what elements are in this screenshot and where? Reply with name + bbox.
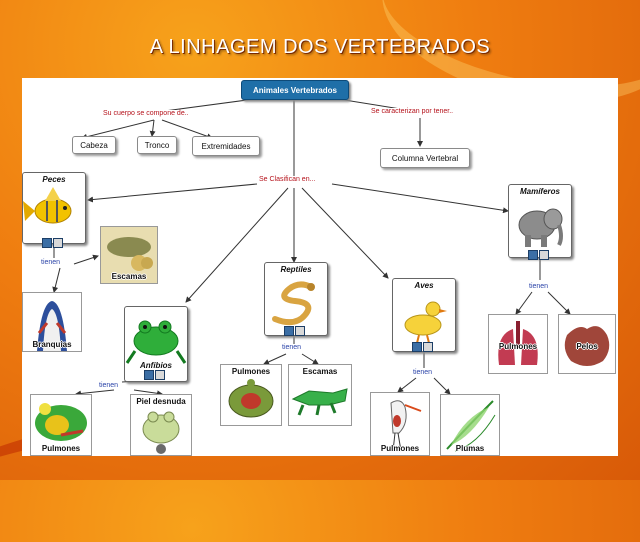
- fur-image: [564, 326, 610, 366]
- peces-resource-icons[interactable]: [42, 238, 63, 248]
- link-compone: Su cuerpo se compone de..: [102, 110, 190, 117]
- mamiferos-item-pelos-label: Pelos: [576, 342, 598, 351]
- part-extremidades[interactable]: Extremidades: [192, 136, 260, 156]
- mamiferos-item-pulmones-label: Pulmones: [498, 342, 538, 351]
- aves-item-pulmones-label: Pulmones: [380, 444, 420, 453]
- aves-resource-icons[interactable]: [412, 342, 433, 352]
- group-reptiles[interactable]: Reptiles: [264, 262, 328, 336]
- gills-image: [37, 301, 67, 351]
- group-reptiles-title: Reptiles: [280, 265, 312, 274]
- frog-skin-image: [142, 411, 180, 454]
- link-tienen-aves: tienen: [412, 369, 434, 376]
- group-aves[interactable]: Aves: [392, 278, 456, 352]
- part-tronco[interactable]: Tronco: [137, 136, 177, 154]
- turtle-lungs-image: [228, 379, 274, 418]
- elephant-image: [518, 208, 563, 247]
- link-caracterizan: Se caracterizan por tener..: [370, 108, 455, 115]
- group-peces[interactable]: Peces: [22, 172, 86, 244]
- connector-lines: [52, 97, 571, 397]
- scales-fish-image: [107, 237, 153, 271]
- snake-image: [272, 281, 315, 326]
- link-tienen-anfibios: tienen: [98, 382, 120, 389]
- duck-image: [404, 301, 447, 344]
- frog-lungs-image: [35, 403, 87, 441]
- reptiles-item-escamas-label: Escamas: [302, 367, 338, 376]
- link-tienen-peces: tienen: [40, 259, 62, 266]
- aves-item-pulmones[interactable]: Pulmones: [370, 392, 430, 456]
- mamiferos-item-pelos[interactable]: Pelos: [558, 314, 616, 374]
- mamiferos-resource-icons[interactable]: [528, 250, 549, 260]
- mammal-lungs-image: [498, 321, 538, 365]
- reptiles-resource-icons[interactable]: [284, 326, 305, 336]
- anfibios-resource-icons[interactable]: [144, 370, 165, 380]
- concept-map-panel: Animales Vertebrados Su cuerpo se compon…: [22, 78, 618, 456]
- group-aves-title: Aves: [414, 281, 434, 290]
- feathers-image: [446, 400, 496, 452]
- group-mamiferos[interactable]: Mamíferos: [508, 184, 572, 258]
- anfibios-item-piel-desnuda-label: Piel desnuda: [136, 397, 186, 406]
- group-peces-title: Peces: [42, 175, 66, 184]
- stork-image: [390, 400, 422, 452]
- aves-item-plumas-label: Plumas: [455, 444, 485, 453]
- link-tienen-mamiferos: tienen: [528, 283, 550, 290]
- part-cabeza[interactable]: Cabeza: [72, 136, 116, 154]
- peces-item-escamas[interactable]: Escamas: [100, 226, 158, 284]
- anfibios-item-pulmones[interactable]: Pulmones: [30, 394, 92, 456]
- mamiferos-item-pulmones[interactable]: Pulmones: [488, 314, 548, 374]
- crocodile-image: [291, 388, 348, 416]
- link-clasifican: Se Clasifican en...: [258, 176, 317, 183]
- peces-item-escamas-label: Escamas: [111, 272, 147, 281]
- root-node[interactable]: Animales Vertebrados: [241, 80, 349, 100]
- aves-item-plumas[interactable]: Plumas: [440, 394, 500, 456]
- fish-image: [23, 187, 72, 224]
- reptiles-item-escamas[interactable]: Escamas: [288, 364, 352, 426]
- group-anfibios-title: Anfibios: [140, 361, 172, 370]
- group-anfibios[interactable]: Anfibios: [124, 306, 188, 382]
- link-tienen-reptiles: tienen: [281, 344, 303, 351]
- group-mamiferos-title: Mamíferos: [519, 187, 560, 196]
- anfibios-item-pulmones-label: Pulmones: [41, 444, 81, 453]
- peces-item-branquias[interactable]: Branquias: [22, 292, 82, 352]
- slide-title: A LINHAGEM DOS VERTEBRADOS: [149, 36, 491, 58]
- frog-image: [125, 320, 187, 364]
- anfibios-item-piel-desnuda[interactable]: Piel desnuda: [130, 394, 192, 456]
- reptiles-item-pulmones[interactable]: Pulmones: [220, 364, 282, 426]
- reptiles-item-pulmones-label: Pulmones: [231, 367, 271, 376]
- trait-columna-vertebral[interactable]: Columna Vertebral: [380, 148, 470, 168]
- peces-item-branquias-label: Branquias: [32, 340, 72, 349]
